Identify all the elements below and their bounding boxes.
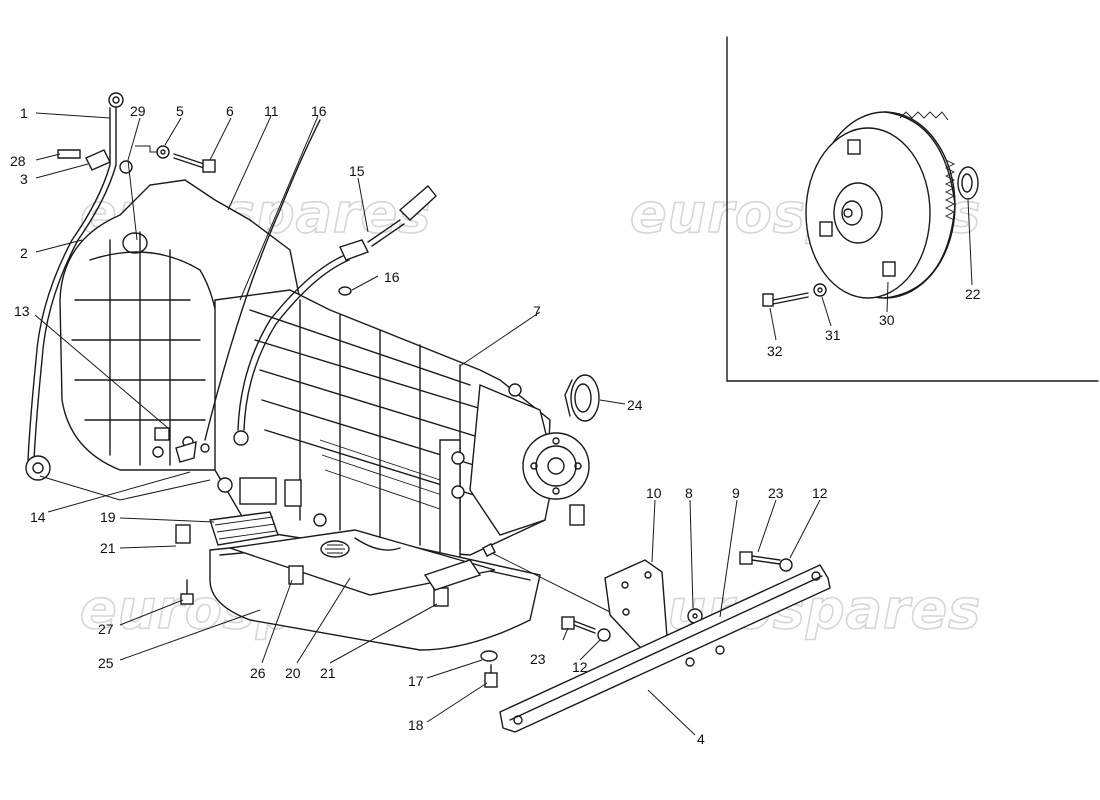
callout-14: 14 bbox=[30, 509, 46, 525]
torque-converter bbox=[805, 111, 956, 299]
callout-1: 1 bbox=[20, 105, 28, 121]
callout-4: 4 bbox=[697, 731, 705, 747]
callout-18: 18 bbox=[408, 717, 424, 733]
oil-seal-22 bbox=[957, 166, 979, 200]
callout-19: 19 bbox=[100, 509, 116, 525]
callout-25: 25 bbox=[98, 655, 114, 671]
washer-5 bbox=[156, 145, 170, 159]
callout-11: 11 bbox=[264, 103, 279, 119]
callout-24: 24 bbox=[627, 397, 643, 413]
callout-21-left: 21 bbox=[100, 540, 116, 556]
callout-8: 8 bbox=[685, 485, 693, 501]
callout-17: 17 bbox=[408, 673, 424, 689]
callout-20: 20 bbox=[285, 665, 301, 681]
callout-3: 3 bbox=[20, 171, 28, 187]
bolt-6 bbox=[173, 153, 216, 173]
callout-labels: 1 2 3 4 5 6 7 8 9 10 11 12 12 13 14 15 1… bbox=[10, 103, 981, 747]
mount-bracket bbox=[482, 543, 669, 661]
callout-26: 26 bbox=[250, 665, 266, 681]
callout-16-upper: 16 bbox=[311, 103, 327, 119]
bolt-23-lower bbox=[561, 616, 611, 642]
callout-15: 15 bbox=[349, 163, 365, 179]
crossmember bbox=[499, 564, 831, 733]
callout-12-upper: 12 bbox=[812, 485, 828, 501]
callout-16-lower: 16 bbox=[384, 269, 400, 285]
callout-6: 6 bbox=[226, 103, 234, 119]
bolt-32 bbox=[762, 292, 809, 307]
transmission-housing bbox=[59, 179, 590, 561]
cable-guide-16 bbox=[200, 119, 321, 453]
callout-12-lower: 12 bbox=[572, 659, 588, 675]
selector-cable bbox=[233, 184, 437, 446]
callout-7: 7 bbox=[533, 303, 541, 319]
callout-23-upper: 23 bbox=[768, 485, 784, 501]
callout-31: 31 bbox=[825, 327, 841, 343]
callout-28: 28 bbox=[10, 153, 26, 169]
callout-27: 27 bbox=[98, 621, 114, 637]
oil-pan bbox=[175, 511, 541, 688]
callout-2: 2 bbox=[20, 245, 28, 261]
callout-30: 30 bbox=[879, 312, 895, 328]
oil-seal bbox=[564, 374, 600, 422]
callout-10: 10 bbox=[646, 485, 662, 501]
callout-32: 32 bbox=[767, 343, 783, 359]
leader-lines bbox=[34, 112, 973, 736]
callout-9: 9 bbox=[732, 485, 740, 501]
washer-31 bbox=[813, 283, 827, 297]
callout-23-lower: 23 bbox=[530, 651, 546, 667]
bolt-23-upper bbox=[739, 551, 793, 572]
callout-5: 5 bbox=[176, 103, 184, 119]
callout-21-right: 21 bbox=[320, 665, 336, 681]
callout-13: 13 bbox=[14, 303, 30, 319]
plug-13 bbox=[152, 427, 197, 463]
callout-29: 29 bbox=[130, 103, 146, 119]
inset-frame bbox=[726, 36, 1099, 382]
callout-22: 22 bbox=[965, 286, 981, 302]
